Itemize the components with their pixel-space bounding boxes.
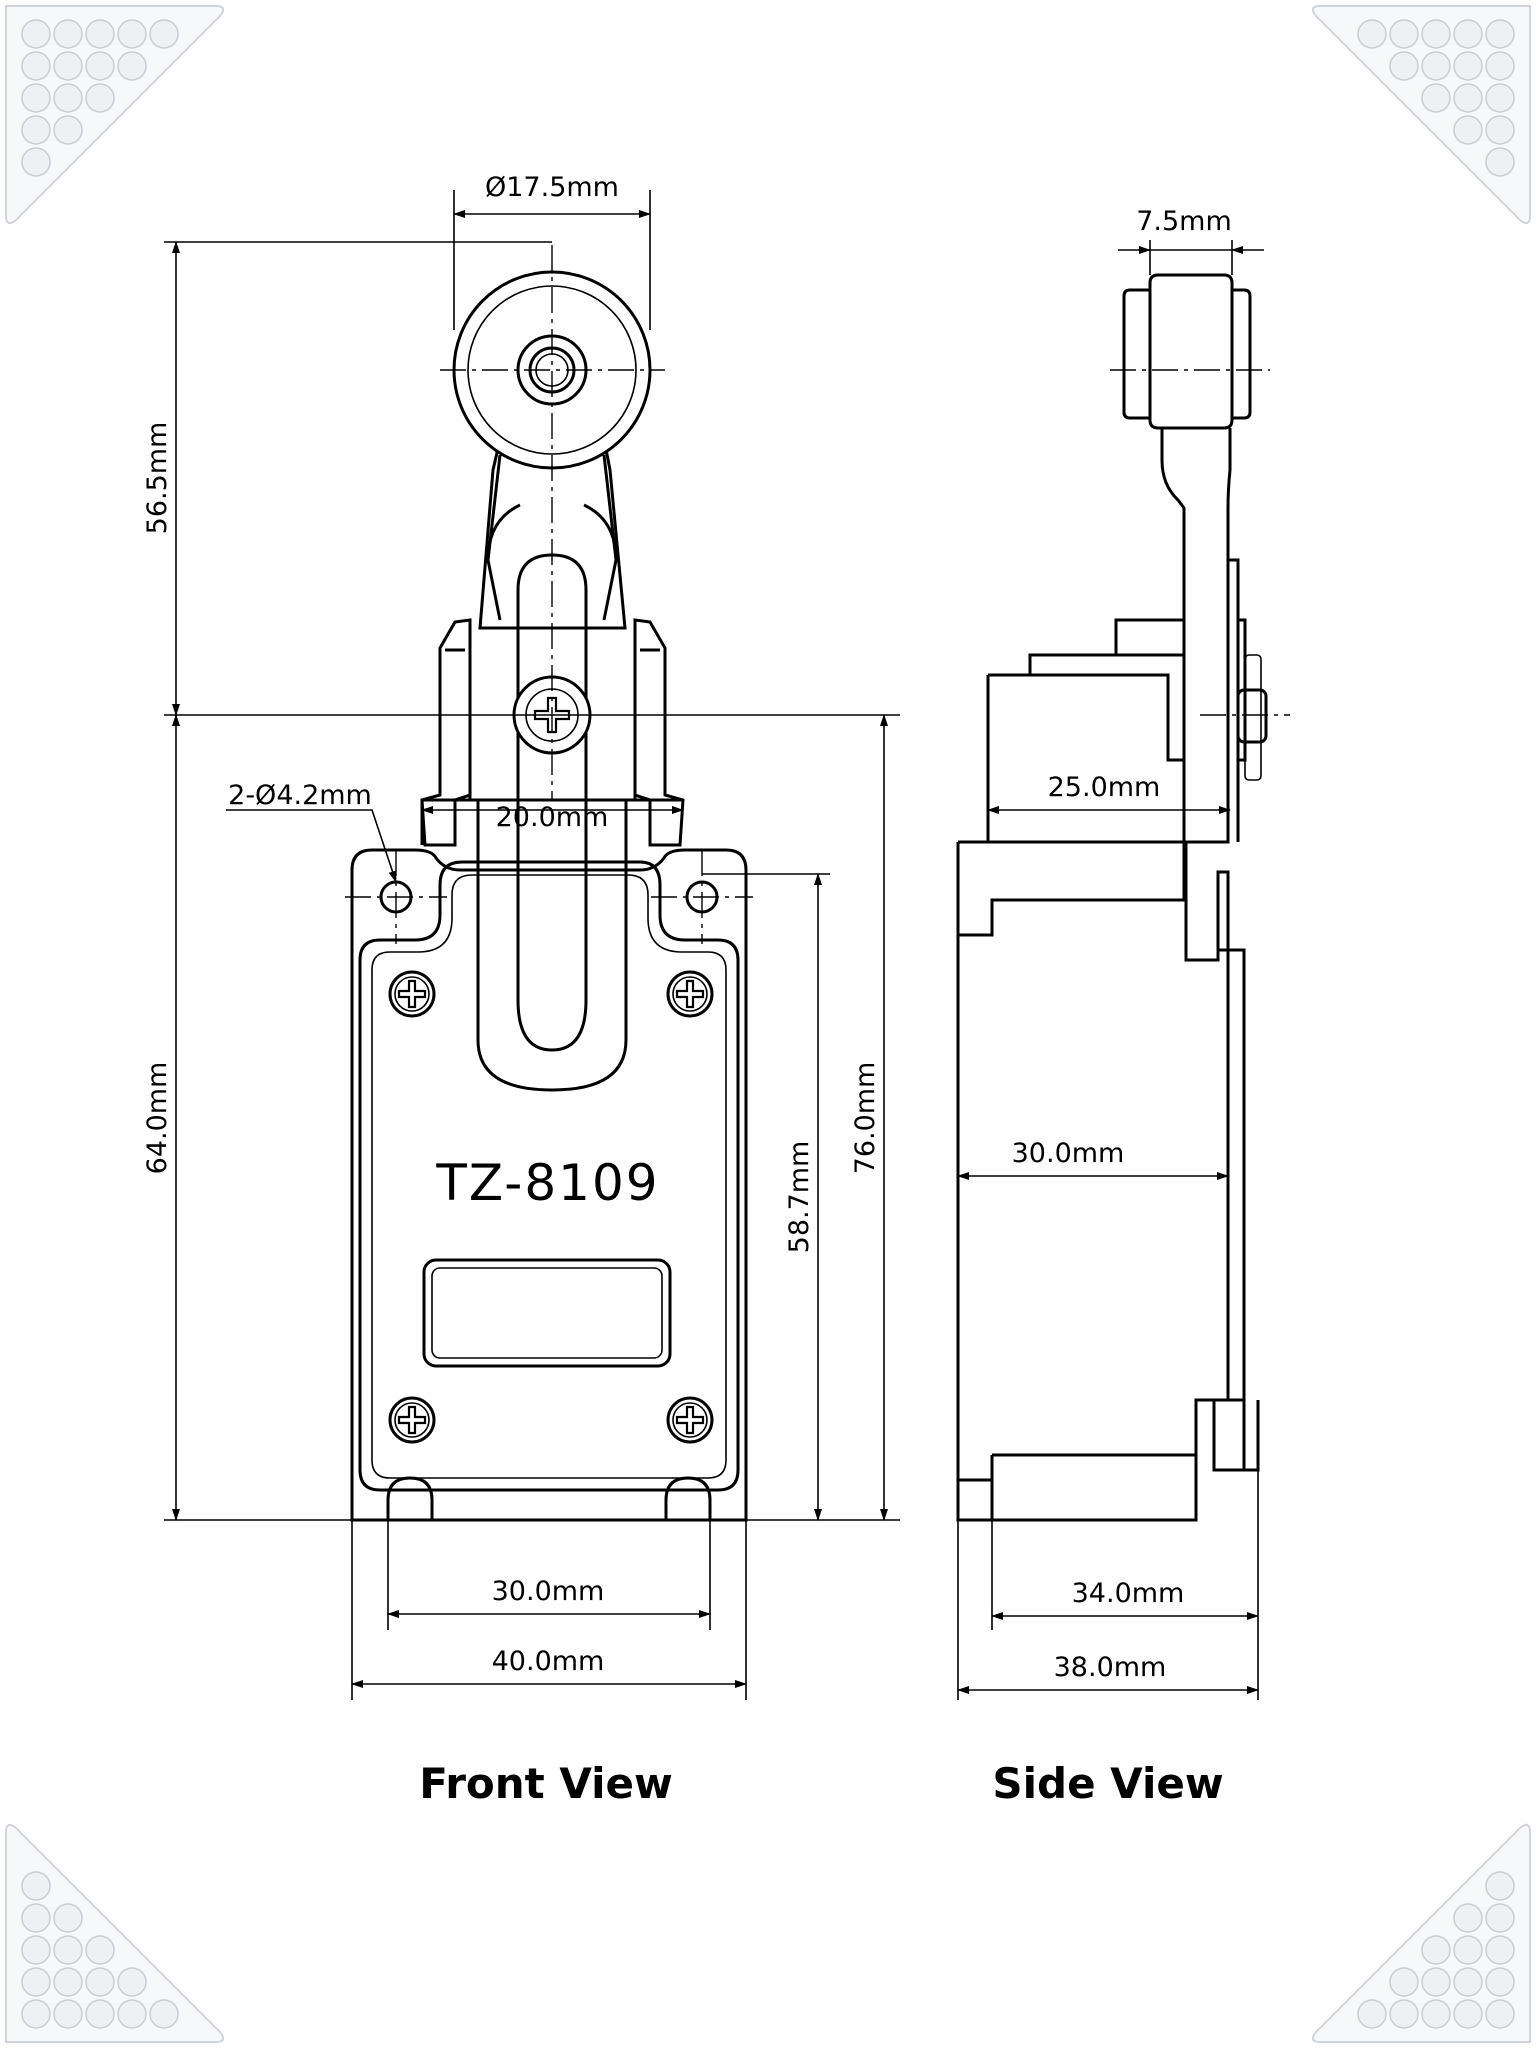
corner-protector-icon xyxy=(5,5,225,225)
phillips-screw-icon xyxy=(388,970,436,1018)
side-view-caption: Side View xyxy=(992,1759,1223,1808)
lever-height-label: 56.5mm xyxy=(142,422,173,535)
head-depth-label: 25.0mm xyxy=(1048,772,1161,803)
mount-holes-label: 2-Ø4.2mm xyxy=(228,780,372,811)
phillips-screw-icon xyxy=(666,970,714,1018)
side-dimensions: 7.5mm 25.0mm 30.0mm 34.0mm 38.0mm xyxy=(957,206,1264,1700)
corner-protector-icon xyxy=(1311,5,1531,225)
total-height-label: 76.0mm xyxy=(850,1062,881,1175)
neck-width-label: 20.0mm xyxy=(496,802,609,833)
side-view xyxy=(956,273,1290,1522)
roller-diameter-label: Ø17.5mm xyxy=(485,172,619,203)
body-height-label: 64.0mm xyxy=(142,1062,173,1175)
base-inner-width-label: 30.0mm xyxy=(492,1576,605,1607)
phillips-screw-icon xyxy=(388,1396,436,1444)
phillips-screw-icon xyxy=(666,1396,714,1444)
corner-protector-icon xyxy=(5,1823,225,2043)
roller-width-label: 7.5mm xyxy=(1136,206,1232,237)
body-depth-label: 30.0mm xyxy=(1012,1138,1125,1169)
front-dimensions: Ø17.5mm 56.5mm 64.0mm 2-Ø4.2mm 20.0mm 58… xyxy=(142,172,900,1700)
model-label: TZ-8109 xyxy=(435,1154,659,1212)
base-width-label: 40.0mm xyxy=(492,1646,605,1677)
base-inner-depth-label: 34.0mm xyxy=(1072,1578,1185,1609)
front-view: TZ-8109 xyxy=(345,245,753,1522)
front-view-caption: Front View xyxy=(419,1759,673,1808)
base-depth-label: 38.0mm xyxy=(1054,1652,1167,1683)
corner-protector-icon xyxy=(1311,1823,1531,2043)
hole-spacing-label: 58.7mm xyxy=(784,1141,815,1254)
